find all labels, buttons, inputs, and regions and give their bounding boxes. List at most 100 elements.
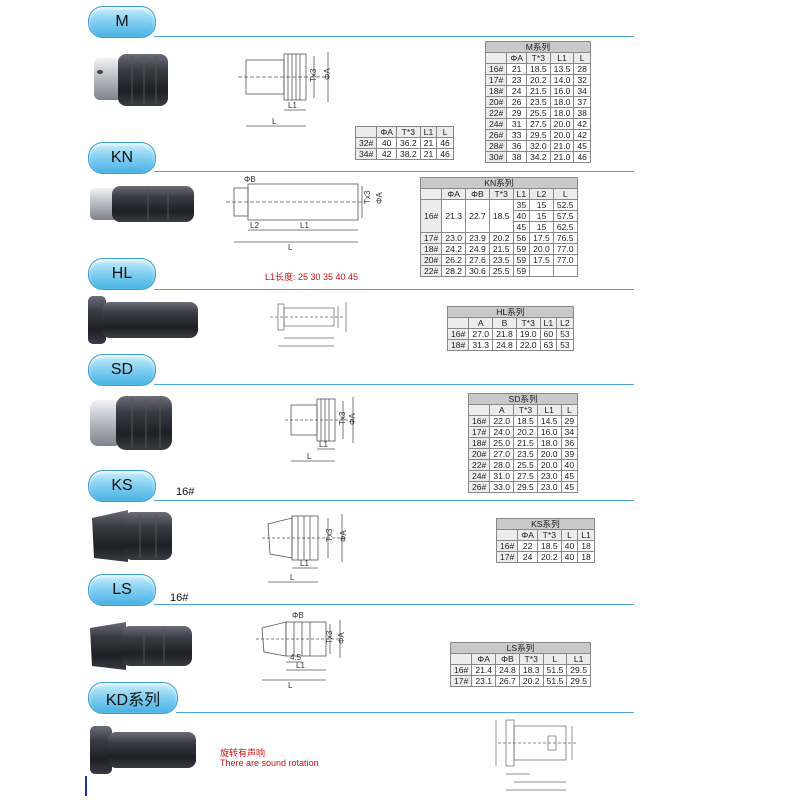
table-cell: 25.5 — [513, 459, 538, 471]
table-cell: L1 — [536, 404, 562, 416]
ls-table-title: LS系列 — [449, 642, 592, 654]
table-cell: 16# — [467, 415, 491, 427]
ks-size-label: 16# — [176, 486, 195, 498]
table-cell: 23.5 — [525, 96, 551, 108]
table-cell: 21.5 — [488, 243, 514, 255]
table-cell: 32# — [354, 137, 378, 149]
table-cell: 17# — [495, 551, 519, 563]
table-cell: 21 — [506, 63, 527, 75]
table-cell: 23.0 — [536, 470, 562, 482]
table-cell: 38 — [506, 151, 527, 163]
table-cell: 20.2 — [536, 551, 562, 563]
ks-label-a: ΦA — [339, 530, 348, 542]
table-cell: 27.5 — [513, 470, 538, 482]
table-cell: 46 — [436, 148, 454, 160]
ls-drawing: ΦB Tx3 ΦA 4.5 L1 L — [256, 610, 356, 690]
table-cell — [419, 188, 443, 200]
tab-sd[interactable]: SD — [88, 354, 156, 386]
table-cell: 22# — [419, 265, 443, 277]
sd-label-l: L — [307, 452, 312, 461]
table-cell: 19.0 — [515, 328, 541, 340]
page-edge-marker — [85, 776, 87, 796]
table-cell: 53 — [556, 339, 574, 351]
table-cell: 20.0 — [529, 243, 554, 255]
table-cell: T*3 — [488, 188, 514, 200]
table-cell: 20.2 — [525, 74, 551, 86]
table-cell: 45 — [560, 481, 579, 493]
tab-kn[interactable]: KN — [88, 142, 156, 174]
table-cell: 16.0 — [549, 85, 575, 97]
table-cell: 22 — [517, 540, 538, 552]
table-cell: 27.5 — [525, 118, 551, 130]
table-cell: 40 — [512, 210, 531, 222]
table-cell: 15 — [529, 210, 554, 222]
table-cell — [552, 265, 578, 277]
table-cell: 45 — [573, 140, 591, 152]
table-cell: 24.0 — [489, 426, 515, 438]
table-cell: ΦB — [465, 188, 490, 200]
tab-ks[interactable]: KS — [88, 470, 156, 502]
table-cell: 18# — [484, 85, 508, 97]
table-cell: 30# — [484, 151, 508, 163]
table-cell: 21.0 — [549, 140, 575, 152]
ls-label-b: ΦB — [292, 611, 304, 620]
table-cell: 36 — [560, 437, 579, 449]
table-cell: 15 — [529, 199, 554, 211]
table-cell: 17# — [467, 426, 491, 438]
table-cell: 14.0 — [549, 74, 575, 86]
table-cell: 31 — [506, 118, 527, 130]
kn-l1-note: L1长度: 25 30 35 40 45 — [265, 272, 359, 282]
table-cell: T*3 — [536, 529, 562, 541]
ks-product-image — [88, 506, 178, 571]
tab-m[interactable]: M — [88, 6, 156, 38]
table-cell: 24 — [517, 551, 538, 563]
table-cell: 13.5 — [549, 63, 575, 75]
sd-drawing: Tx3 ΦA L1 L — [285, 395, 365, 470]
table-cell: L — [436, 126, 454, 138]
sd-label-l1: L1 — [319, 440, 328, 449]
table-cell: 18# — [419, 243, 443, 255]
table-cell: 20.2 — [518, 675, 544, 687]
m-label-l1: L1 — [288, 101, 297, 110]
table-cell: 20# — [467, 448, 491, 460]
tab-kd[interactable]: KD系列 — [88, 682, 178, 714]
section-divider — [154, 36, 634, 37]
table-cell: 34# — [354, 148, 378, 160]
table-cell: 24 — [506, 85, 527, 97]
table-cell: 23.5 — [488, 254, 514, 266]
table-cell: B — [492, 317, 517, 329]
table-cell: 23.1 — [471, 675, 497, 687]
table-cell: 56 — [512, 232, 531, 244]
table-cell: 25.5 — [488, 265, 514, 277]
table-cell: 18.5 — [536, 540, 562, 552]
table-cell: 22# — [467, 459, 491, 471]
table-cell: 46 — [573, 151, 591, 163]
table-cell: 25.5 — [525, 107, 551, 119]
table-cell: 14.5 — [536, 415, 562, 427]
table-cell: 18# — [467, 437, 491, 449]
table-cell: ΦA — [471, 653, 497, 665]
tab-ls[interactable]: LS — [88, 574, 156, 606]
ls-product-image — [86, 618, 196, 679]
tab-hl[interactable]: HL — [88, 258, 156, 290]
table-cell: 16# — [484, 63, 508, 75]
m-label-t: Tx3 — [309, 68, 318, 82]
m-table-title: M系列 — [485, 41, 591, 53]
table-cell: 25.0 — [489, 437, 515, 449]
table-cell: ΦA — [517, 529, 538, 541]
table-cell: 28.2 — [441, 265, 467, 277]
m-drawing: Tx3 ΦA L1 L — [238, 48, 348, 143]
